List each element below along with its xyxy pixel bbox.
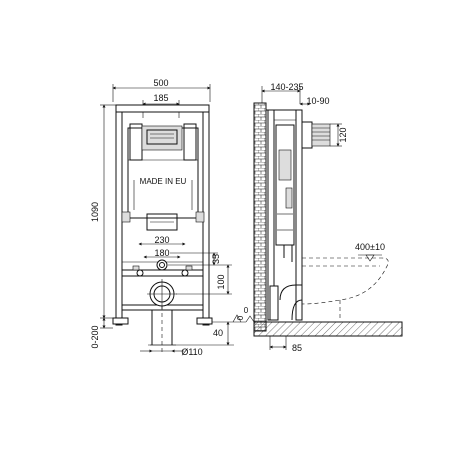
dim-100: 100 xyxy=(168,264,232,295)
brick-wall xyxy=(253,102,267,332)
front-view: 500 185 xyxy=(90,78,246,357)
dim-85: 85 xyxy=(269,336,302,353)
dim-flush-230: 230 xyxy=(138,235,186,246)
drain-outlet xyxy=(147,279,177,309)
dim-pipe-110-label: Ø110 xyxy=(181,347,202,357)
dim-flush-180: 180 xyxy=(143,248,181,259)
dim-400: 400±10 xyxy=(355,242,385,262)
dim-10-90-label: 10-90 xyxy=(306,96,329,106)
dim-35: 35 xyxy=(170,252,221,266)
made-in-eu-text: MADE IN EU xyxy=(140,177,187,186)
dim-40-label: 40 xyxy=(213,328,223,338)
dim-flush-230-label: 230 xyxy=(154,235,169,245)
flush-connection xyxy=(156,259,168,271)
dim-adjust-0-200-label: 0-200 xyxy=(90,325,100,348)
dim-height-1090: 1090 xyxy=(90,104,116,319)
dim-pipe-110: Ø110 xyxy=(140,347,203,357)
dim-height-1090-label: 1090 xyxy=(90,202,100,222)
dim-width-185-label: 185 xyxy=(153,93,168,103)
dim-85-label: 85 xyxy=(292,343,302,353)
floor-zero-label: 0 xyxy=(244,306,249,315)
frame-side xyxy=(266,109,331,321)
dim-120-label: 120 xyxy=(338,127,348,142)
dim-400-label: 400±10 xyxy=(355,242,385,252)
zero-marker-label: 0 xyxy=(236,315,245,320)
dim-width-500: 500 xyxy=(112,78,211,102)
dim-140-235: 140-235 xyxy=(261,82,304,104)
floor-slab: 0 xyxy=(244,306,403,337)
dim-adjust-0-200: 0-200 xyxy=(90,317,113,349)
dim-40: 40 xyxy=(150,321,234,346)
drain-pipe xyxy=(148,306,176,355)
dim-140-235-label: 140-235 xyxy=(270,82,303,92)
dim-10-90: 10-90 xyxy=(299,96,330,106)
dim-35-label: 35 xyxy=(211,254,221,264)
zero-marker: 0 xyxy=(212,314,246,323)
toilet-bowl-outline xyxy=(301,257,389,320)
frame-structure xyxy=(112,104,213,326)
dim-flush-180-label: 180 xyxy=(154,248,169,258)
dim-120: 120 xyxy=(330,123,348,147)
side-view: 140-235 10-90 xyxy=(244,82,403,353)
dim-100-label: 100 xyxy=(216,274,226,289)
dim-width-500-label: 500 xyxy=(153,78,168,88)
